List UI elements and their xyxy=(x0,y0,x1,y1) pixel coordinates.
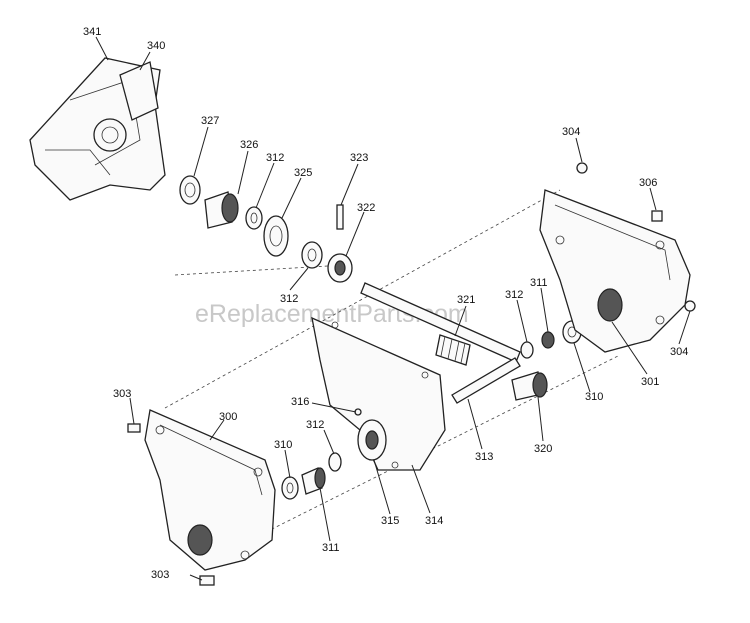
callout-304: 304 xyxy=(670,346,688,358)
part-312-washer-mid xyxy=(301,241,323,269)
part-313-shaft xyxy=(451,357,521,404)
callout-325: 325 xyxy=(294,167,312,179)
callout-311: 311 xyxy=(530,277,548,289)
part-322-collar xyxy=(327,253,353,283)
callout-310: 310 xyxy=(585,391,603,403)
part-315-spur-gear xyxy=(357,419,387,461)
part-303-bolt-top xyxy=(127,423,141,433)
callout-341: 341 xyxy=(83,26,101,38)
callout-315: 315 xyxy=(381,515,399,527)
part-320-bushing xyxy=(511,371,548,401)
callout-314: 314 xyxy=(425,515,443,527)
callout-310: 310 xyxy=(274,439,292,451)
leader-lines xyxy=(95,36,691,581)
callout-327: 327 xyxy=(201,115,219,127)
callout-340: 340 xyxy=(147,40,165,52)
part-310-washer-lower xyxy=(281,476,299,500)
callout-323: 323 xyxy=(350,152,368,164)
callout-313: 313 xyxy=(475,451,493,463)
part-304-nut-right xyxy=(684,300,696,312)
callout-316: 316 xyxy=(291,396,309,408)
part-326-bushing xyxy=(204,191,239,229)
part-311-bushing-right xyxy=(541,331,555,349)
callout-306: 306 xyxy=(639,177,657,189)
part-327-washer xyxy=(179,175,201,205)
callout-labels: 341 340 327 326 312 325 323 322 312 304 … xyxy=(83,26,688,581)
part-323-pin xyxy=(336,204,344,230)
part-306-fitting xyxy=(651,210,663,222)
part-325-bevel-gear xyxy=(263,215,289,257)
callout-304: 304 xyxy=(562,126,580,138)
callout-312: 312 xyxy=(306,419,324,431)
part-312-washer-lower xyxy=(328,452,342,472)
callout-320: 320 xyxy=(534,443,552,455)
callout-311: 311 xyxy=(322,542,340,554)
callout-300: 300 xyxy=(219,411,237,423)
part-311-bushing-lower xyxy=(301,467,326,495)
part-312-washer-right xyxy=(520,341,534,359)
part-312-washer-upper xyxy=(245,206,263,230)
part-301-gearbox-housing-right xyxy=(539,189,691,353)
callout-326: 326 xyxy=(240,139,258,151)
callout-301: 301 xyxy=(641,376,659,388)
callout-303: 303 xyxy=(113,388,131,400)
callout-321: 321 xyxy=(457,294,475,306)
callout-312: 312 xyxy=(266,152,284,164)
part-300-gearbox-housing-left xyxy=(144,409,276,571)
part-303-bolt-bottom xyxy=(199,575,215,586)
part-340-handle xyxy=(119,61,159,121)
callout-322: 322 xyxy=(357,202,375,214)
assembly-guide-lines xyxy=(164,189,621,541)
callout-312: 312 xyxy=(505,289,523,301)
callout-303: 303 xyxy=(151,569,169,581)
part-314-plate xyxy=(311,316,446,471)
part-304-nut-top xyxy=(576,162,588,174)
part-321-worm-gear xyxy=(435,334,471,366)
callout-312: 312 xyxy=(280,293,298,305)
